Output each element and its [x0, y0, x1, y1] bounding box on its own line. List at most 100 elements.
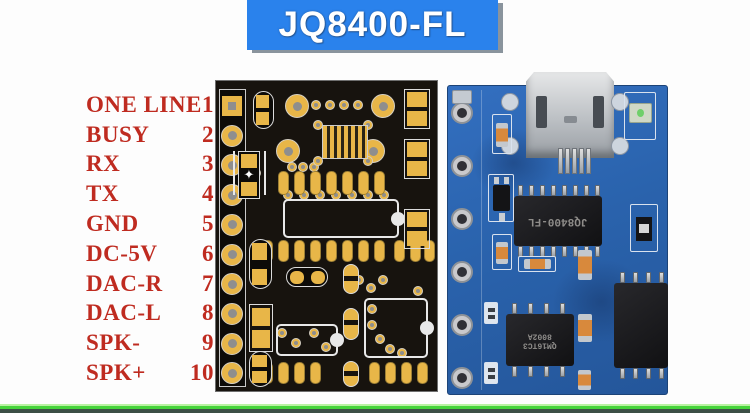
pin-number-label: 1	[202, 91, 214, 117]
chip-pin	[544, 303, 549, 314]
smd-footprint	[404, 209, 430, 249]
pad-hole	[314, 103, 318, 107]
pad-hole	[328, 103, 332, 107]
main-chip: JQ8400-FL	[514, 196, 602, 246]
smd-oval-pad	[277, 171, 289, 195]
via-pad	[325, 100, 335, 110]
pad-hole	[227, 190, 237, 200]
hole-center	[457, 320, 467, 330]
pad-hole	[334, 193, 338, 197]
chip-pin	[620, 272, 625, 283]
smd-oval-pad	[368, 362, 380, 384]
cap-footprint	[286, 267, 328, 287]
pad-hole	[350, 193, 354, 197]
usb-solder-pin	[572, 148, 577, 174]
cap-footprint	[343, 308, 359, 340]
pin-name-label: SPK+	[86, 360, 146, 386]
micro-usb-connector	[526, 72, 614, 158]
chip-pin	[646, 368, 651, 379]
smd-mark	[488, 308, 495, 312]
diode-pad	[241, 154, 257, 168]
pin-number-label: 3	[202, 151, 214, 177]
via-pad	[353, 100, 363, 110]
cap-footprint	[249, 351, 272, 387]
smd-mark	[488, 315, 495, 319]
diode-footprint: ✦	[238, 151, 260, 199]
transistor-leg	[499, 213, 505, 221]
cap-pad	[256, 95, 269, 108]
pin-header-pad	[221, 124, 243, 147]
via-pad	[287, 162, 297, 172]
smd-mark	[639, 224, 649, 233]
via-pad	[385, 344, 395, 354]
chip-pin	[529, 185, 534, 196]
via-pad	[375, 334, 385, 344]
pcb-layout-diagram: ✦	[215, 80, 438, 392]
title-banner: JQ8400-FL	[247, 0, 498, 50]
cap-pad	[252, 243, 267, 260]
via-pad	[367, 320, 377, 330]
usb-dimple	[564, 116, 577, 123]
smd-mark	[488, 368, 495, 372]
resistor	[578, 250, 592, 280]
pad-hole	[227, 131, 237, 141]
usb-latch-slot	[536, 96, 547, 128]
cap-band	[344, 320, 358, 326]
via-pad	[311, 100, 321, 110]
usb-solder-pin	[565, 148, 570, 174]
smd-oval-pad	[384, 362, 396, 384]
smd-pad	[252, 330, 270, 348]
chip-pin	[595, 246, 600, 257]
chip-pin	[560, 303, 565, 314]
mount-pad	[276, 139, 300, 163]
pad-hole	[369, 286, 373, 290]
smd-oval-pad	[309, 171, 321, 195]
smd-oval-pad	[309, 362, 321, 384]
usb-solder-pin	[579, 148, 584, 174]
pin-number-label: 9	[202, 330, 214, 356]
pin-name-label: SPK-	[86, 330, 141, 356]
mount-pad	[285, 94, 309, 118]
via-pad	[313, 156, 323, 166]
footer-divider-dark	[0, 409, 750, 413]
smd-box-small	[484, 362, 498, 384]
pin1-square-pad	[222, 96, 242, 116]
cap-pad	[311, 271, 325, 284]
smd-pad	[407, 111, 427, 126]
via-pad	[309, 328, 319, 338]
smd-oval-pad	[373, 171, 385, 195]
smd-mark	[488, 375, 495, 379]
cap-footprint	[249, 239, 272, 289]
usb-solder-pin	[586, 148, 591, 174]
board-pin-hole	[451, 261, 473, 283]
footer-divider-light	[0, 404, 750, 406]
smd-oval-pad	[373, 240, 385, 262]
pad-hole	[227, 160, 237, 170]
smd-oval-pad	[325, 171, 337, 195]
board-pin-hole	[451, 155, 473, 177]
transistor-leg	[494, 177, 499, 184]
resistor-box	[518, 256, 556, 272]
product-title: JQ8400-FL	[278, 5, 467, 44]
ic-footprint-outline	[276, 324, 338, 356]
cap-pad	[252, 268, 267, 285]
transistor-leg	[504, 177, 509, 184]
pin-number-label: 7	[202, 270, 214, 296]
via-pad	[363, 156, 373, 166]
smd-box-small	[484, 302, 498, 324]
ic-footprint-outline	[364, 298, 428, 358]
resistor-box	[492, 234, 512, 270]
chip-pin	[562, 185, 567, 196]
chip-pin	[544, 366, 549, 377]
chip-pin	[659, 272, 664, 283]
hole-center	[457, 373, 467, 383]
smd-pad	[407, 142, 427, 157]
pad-hole	[366, 123, 370, 127]
pin-header-pad	[221, 362, 243, 385]
led-glint	[637, 109, 644, 117]
usb-latch-slot	[593, 96, 604, 128]
